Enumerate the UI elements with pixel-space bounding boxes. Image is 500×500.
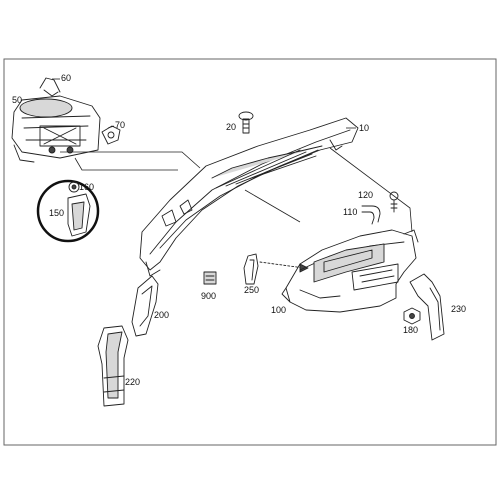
assembly-lines: [60, 147, 413, 233]
leader-70: [107, 125, 115, 129]
callout-10[interactable]: 10: [359, 123, 370, 133]
part-160-nut[interactable]: [68, 181, 80, 193]
part-150-bracket[interactable]: [67, 193, 91, 237]
part-10-cowl-panel[interactable]: [139, 117, 359, 277]
part-180-nut[interactable]: [403, 307, 421, 325]
diagram-frame: [3, 58, 497, 446]
callout-230[interactable]: 230: [451, 304, 467, 314]
part-50-module[interactable]: [11, 95, 101, 163]
callout-200[interactable]: 200: [154, 310, 170, 320]
part-120-screw[interactable]: [389, 191, 399, 213]
callout-50[interactable]: 50: [12, 95, 23, 105]
part-250-drain-tube[interactable]: [243, 253, 309, 285]
callout-250[interactable]: 250: [244, 285, 260, 295]
callout-120[interactable]: 120: [358, 190, 374, 200]
part-220-duct[interactable]: [97, 325, 129, 407]
callout-220[interactable]: 220: [125, 377, 141, 387]
callout-20[interactable]: 20: [226, 122, 237, 132]
part-900-clip[interactable]: [203, 271, 217, 285]
part-20-bolt[interactable]: [238, 111, 254, 134]
callout-150[interactable]: 150: [49, 208, 65, 218]
callout-180[interactable]: 180: [403, 325, 419, 335]
part-60-clip[interactable]: [39, 77, 61, 97]
part-230-side-duct[interactable]: [409, 273, 445, 341]
callout-60[interactable]: 60: [61, 73, 72, 83]
callout-900[interactable]: 900: [201, 291, 217, 301]
callout-160[interactable]: 160: [79, 182, 95, 192]
part-100-housing[interactable]: [281, 229, 419, 313]
part-200-cover[interactable]: [131, 275, 159, 337]
callout-110[interactable]: 110: [343, 207, 358, 217]
callout-100[interactable]: 100: [271, 305, 287, 315]
callout-70[interactable]: 70: [115, 120, 126, 130]
part-110-hose[interactable]: [361, 205, 381, 225]
highlight-circle: [36, 179, 100, 243]
